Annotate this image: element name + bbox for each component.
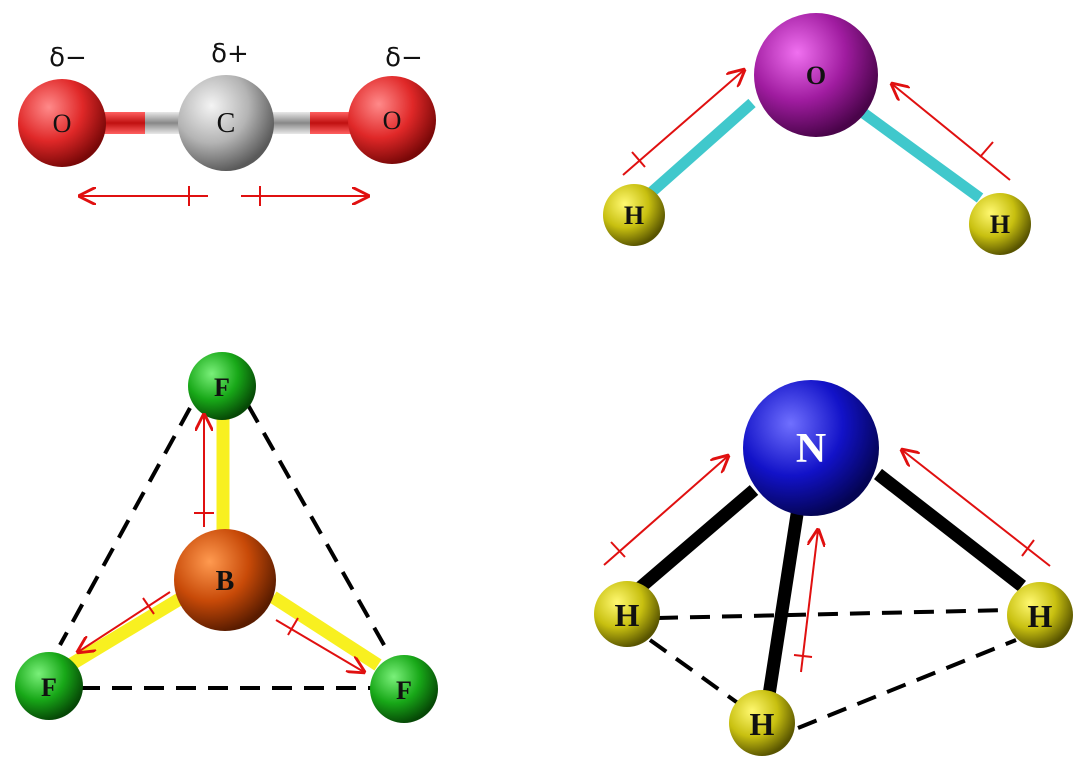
- co2-charge-center: δ+: [211, 39, 249, 69]
- co2-bond-right-red: [310, 112, 358, 134]
- co2-oxygen-left-atom: [18, 79, 106, 167]
- nh3-dipole-arrow-left: [603, 456, 728, 566]
- nh3-dashed-edge-left: [648, 638, 744, 708]
- h2o-hydrogen-left-atom: [603, 184, 665, 246]
- co2-bond-left-gray: [145, 112, 185, 134]
- bf3-fluorine-top-atom: [188, 352, 256, 420]
- co2-dipole-arrow-right: [241, 186, 368, 206]
- bf3-fluorine-top-label: F: [214, 373, 230, 402]
- h2o-hydrogen-right-label: H: [990, 210, 1010, 239]
- bf3-bond-left: [66, 591, 187, 671]
- nh3-hydrogen-left-label: H: [615, 597, 640, 633]
- nh3-hydrogen-right-label: H: [1028, 598, 1053, 634]
- co2-molecule: O C O δ− δ+ δ−: [18, 39, 436, 206]
- bf3-fluorine-left-label: F: [41, 673, 57, 702]
- co2-carbon-label: C: [217, 108, 236, 139]
- co2-bond-right-gray: [268, 112, 310, 134]
- h2o-molecule: O H H: [603, 13, 1031, 255]
- co2-charge-left: δ−: [49, 43, 87, 73]
- co2-charge-right: δ−: [385, 43, 423, 73]
- bf3-dashed-edge-left: [58, 407, 192, 646]
- bf3-dipole-arrow-right: [275, 617, 364, 672]
- co2-oxygen-right-atom: [348, 76, 436, 164]
- bf3-dashed-edge-right: [246, 404, 390, 653]
- nh3-hydrogen-bottom-label: H: [750, 706, 775, 742]
- bf3-fluorine-right-label: F: [396, 676, 412, 705]
- nh3-bond-right: [874, 468, 1026, 592]
- nh3-bond-left: [630, 485, 759, 597]
- bf3-bond-right: [269, 591, 382, 671]
- nh3-hydrogen-left-atom: [594, 581, 660, 647]
- nh3-molecule: N H H H: [594, 380, 1073, 756]
- h2o-oxygen-atom: [754, 13, 878, 137]
- h2o-bond-left: [641, 98, 756, 203]
- nh3-dashed-edge-right: [797, 638, 1017, 730]
- h2o-dipole-arrow-right: [892, 84, 1011, 181]
- bf3-molecule: B F F F: [15, 352, 438, 723]
- nh3-hydrogen-right-atom: [1007, 582, 1073, 648]
- nh3-dipole-arrow-bottom: [793, 530, 818, 673]
- nh3-bond-bottom: [762, 507, 805, 696]
- nh3-hydrogen-bottom-atom: [729, 690, 795, 756]
- co2-dipole-arrow-left: [80, 186, 208, 206]
- bf3-boron-label: B: [216, 566, 235, 597]
- h2o-bond-right: [858, 107, 984, 203]
- bf3-boron-atom: [174, 529, 276, 631]
- co2-bond-left-red: [95, 112, 145, 134]
- nh3-dipole-arrow-right: [902, 450, 1051, 567]
- bf3-dipole-arrow-left: [78, 591, 171, 652]
- bf3-dipole-arrow-top: [194, 415, 214, 527]
- bf3-fluorine-left-atom: [15, 652, 83, 720]
- h2o-hydrogen-left-label: H: [624, 201, 644, 230]
- co2-oxygen-right-label: O: [383, 106, 402, 135]
- co2-oxygen-left-label: O: [53, 109, 72, 138]
- h2o-hydrogen-right-atom: [969, 193, 1031, 255]
- nh3-dashed-edge-top: [657, 608, 1011, 620]
- nh3-nitrogen-atom: [743, 380, 879, 516]
- h2o-oxygen-label: O: [806, 61, 826, 90]
- co2-carbon-atom: [178, 75, 274, 171]
- h2o-dipole-arrow-left: [622, 70, 744, 176]
- bf3-fluorine-right-atom: [370, 655, 438, 723]
- nh3-nitrogen-label: N: [796, 426, 826, 472]
